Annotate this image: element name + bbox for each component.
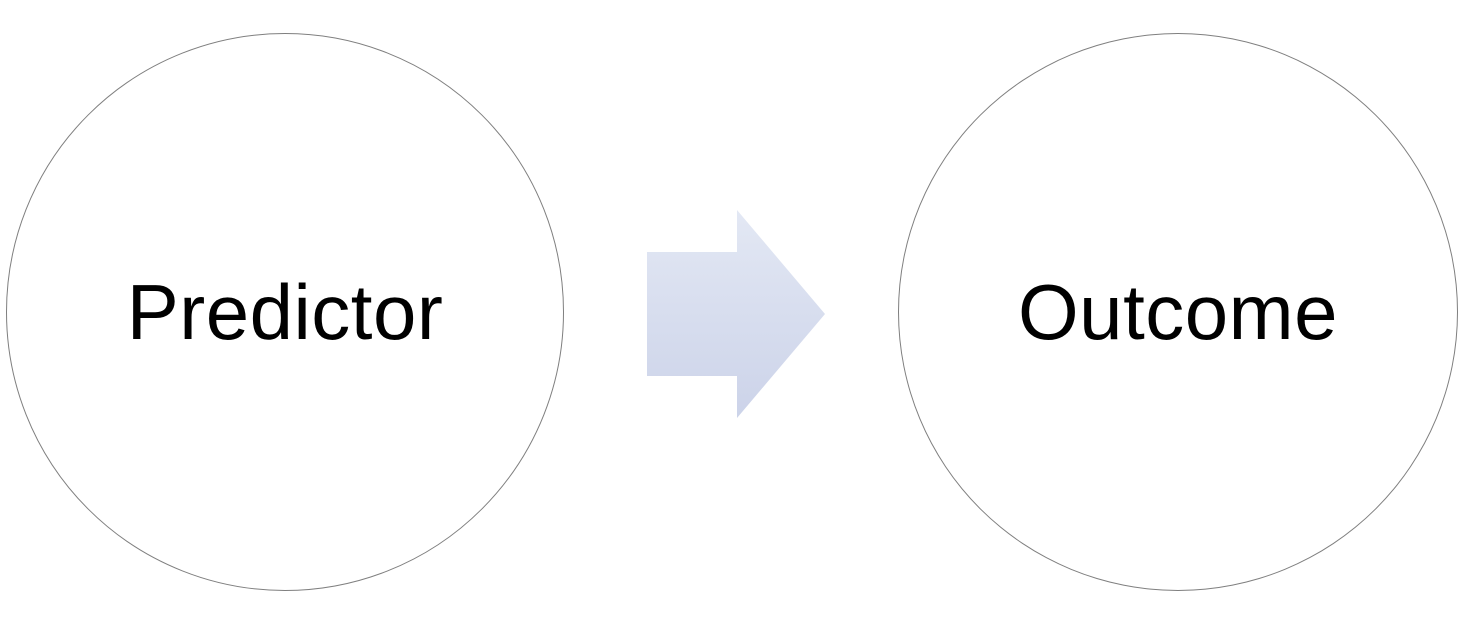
predictor-label: Predictor (126, 268, 444, 356)
block-arrow-right-icon (647, 210, 825, 418)
block-arrow-shape (647, 210, 825, 418)
outcome-node: Outcome (898, 33, 1458, 591)
predictor-node: Predictor (6, 33, 564, 591)
outcome-label: Outcome (1018, 268, 1338, 356)
